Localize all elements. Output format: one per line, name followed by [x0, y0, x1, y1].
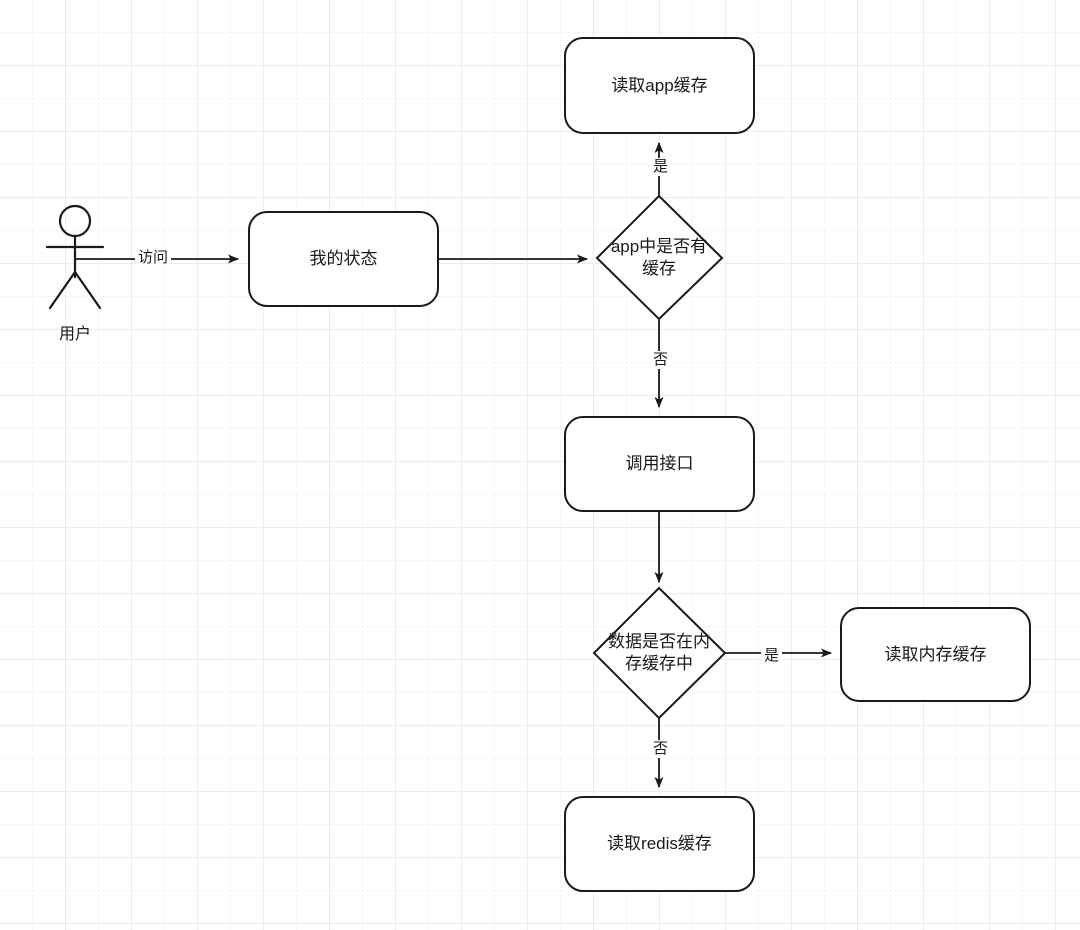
node-call-interface[interactable] — [564, 416, 755, 512]
node-read-redis-cache[interactable] — [564, 796, 755, 892]
actor-user-figure — [45, 204, 105, 310]
edge-label-visit: 访问 — [135, 249, 172, 267]
node-read-memory-cache[interactable] — [840, 607, 1031, 702]
edge-label-app-no: 否 — [650, 351, 672, 369]
edge-label-memory-yes: 是 — [761, 647, 783, 665]
node-app-cache-decision[interactable] — [595, 194, 724, 321]
node-memory-cache-decision[interactable] — [592, 586, 727, 720]
edge-label-memory-no: 否 — [650, 740, 672, 758]
node-read-app-cache[interactable] — [564, 37, 755, 134]
edge-label-app-yes: 是 — [650, 158, 672, 176]
node-my-status[interactable] — [248, 211, 439, 307]
actor-user-label: 用户 — [58, 326, 91, 343]
